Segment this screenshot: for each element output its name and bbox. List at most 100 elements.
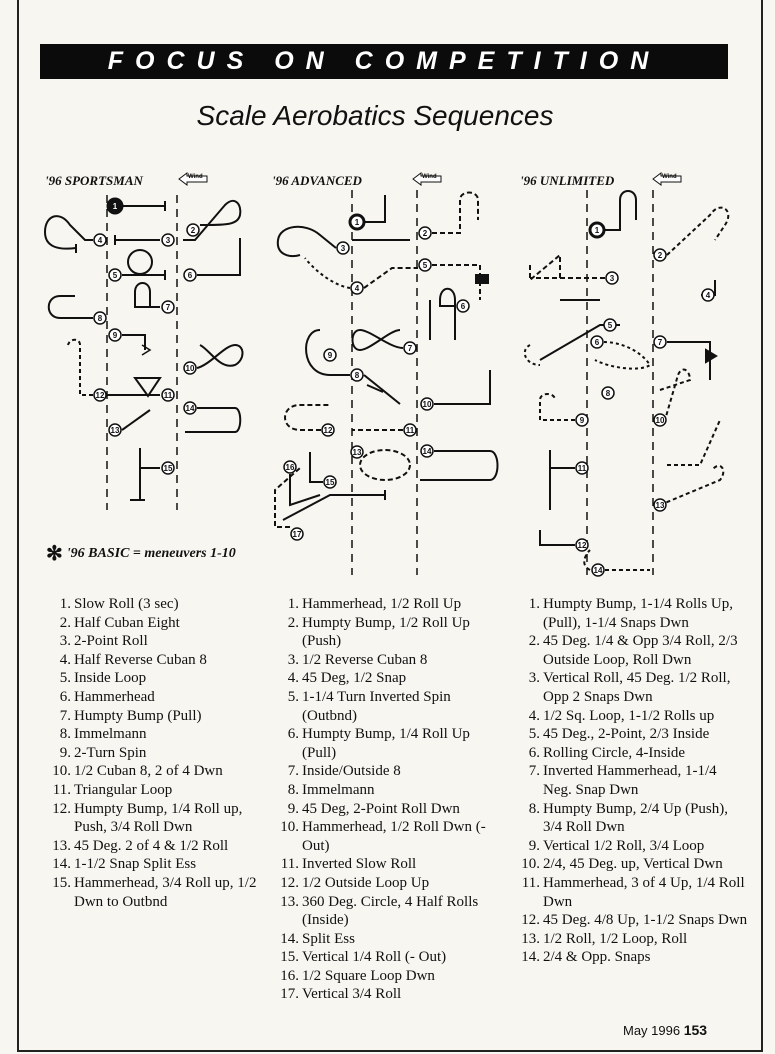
maneuver-item: 5.Inside Loop	[50, 669, 265, 688]
maneuver-number: 9.	[287, 800, 299, 817]
figure-number-marker: 5	[603, 318, 617, 332]
maneuver-text: 1/2 Reverse Cuban 8	[302, 651, 428, 668]
maneuver-text: 1/2 Sq. Loop, 1-1/2 Rolls up	[543, 707, 715, 724]
maneuver-item: 6.Hammerhead	[50, 688, 265, 707]
maneuver-number: 11.	[280, 856, 299, 873]
maneuver-item: 14.Split Ess	[278, 930, 498, 949]
figure-number: 11	[164, 391, 173, 400]
figure-number: 6	[461, 302, 466, 311]
maneuver-text: Immelmann	[74, 726, 147, 743]
figure-number-marker: 7	[161, 300, 175, 314]
maneuver-number: 14.	[280, 930, 299, 947]
maneuver-item: 3.1/2 Reverse Cuban 8	[278, 651, 498, 670]
figure-number: 13	[111, 426, 120, 435]
figure-number-marker: 1	[348, 213, 366, 231]
maneuver-text: Half Cuban Eight	[74, 614, 180, 631]
maneuver-text: Hammerhead, 1/2 Roll Dwn (- Out)	[302, 819, 486, 854]
figure-number-marker: 8	[93, 311, 107, 325]
maneuver-text: Humpty Bump, 1/2 Roll Up (Push)	[302, 614, 470, 650]
maneuver-item: 11.Hammerhead, 3 of 4 Up, 1/4 Roll Dwn	[519, 874, 749, 911]
figure-number: 17	[293, 530, 302, 539]
figure-number-marker: 15	[323, 475, 337, 489]
figure-number-marker: 7	[403, 341, 417, 355]
advanced-heading: '96 ADVANCED	[272, 173, 362, 188]
maneuver-number: 1.	[287, 596, 299, 612]
wind-label: Wind	[188, 174, 203, 180]
maneuver-number: 13.	[52, 837, 71, 854]
wind-arrow-icon: Wind	[178, 172, 208, 186]
maneuver-text: Split Ess	[302, 930, 355, 947]
maneuver-item: 16.1/2 Square Loop Dwn	[278, 967, 498, 986]
maneuver-text: Humpty Bump, 1/4 Roll up, Push, 3/4 Roll…	[74, 800, 243, 836]
maneuver-item: 8.Immelmann	[50, 725, 265, 744]
figure-number: 1	[355, 218, 360, 227]
maneuver-item: 12.1/2 Outside Loop Up	[278, 874, 498, 893]
maneuver-number: 7.	[528, 763, 540, 780]
figure-number-marker: 14	[183, 401, 197, 415]
figure-number-marker: 13	[653, 498, 667, 512]
wind-label: Wind	[662, 174, 677, 180]
figure-number: 16	[286, 463, 295, 472]
figure-number-marker: 7	[653, 335, 667, 349]
figure-number: 3	[610, 274, 615, 283]
unlimited-figures	[523, 190, 730, 571]
figure-number-marker: 10	[420, 397, 434, 411]
maneuver-number: 13.	[280, 893, 299, 910]
wind-label: Wind	[422, 174, 437, 180]
maneuver-text: 2/4 & Opp. Snaps	[543, 949, 651, 966]
maneuver-item: 6.Rolling Circle, 4-Inside	[519, 744, 749, 763]
figure-number-marker: 8	[350, 368, 364, 382]
maneuver-text: Inside/Outside 8	[302, 763, 401, 780]
figure-number: 12	[578, 541, 587, 550]
maneuver-text: 2-Turn Spin	[74, 744, 147, 761]
maneuver-number: 10.	[521, 856, 540, 873]
maneuver-text: 1/2 Cuban 8, 2 of 4 Dwn	[74, 763, 223, 780]
figure-number: 12	[324, 426, 333, 435]
maneuver-number: 9.	[528, 837, 540, 854]
maneuver-item: 9.Vertical 1/2 Roll, 3/4 Loop	[519, 837, 749, 856]
maneuver-item: 6.Humpty Bump, 1/4 Roll Up (Pull)	[278, 725, 498, 762]
maneuver-number: 11.	[52, 781, 71, 798]
figure-number: 7	[166, 303, 171, 312]
figure-number-marker: 13	[350, 445, 364, 459]
maneuver-text: 2/4, 45 Deg. up, Vertical Dwn	[543, 856, 723, 873]
maneuver-number: 13.	[521, 930, 540, 947]
figure-number: 10	[186, 364, 195, 373]
figure-number: 11	[406, 426, 415, 435]
maneuver-item: 15.Vertical 1/4 Roll (- Out)	[278, 948, 498, 967]
figure-number: 2	[191, 226, 196, 235]
figure-number: 14	[594, 566, 603, 575]
figure-number: 4	[706, 291, 711, 300]
maneuver-text: 1-1/4 Turn Inverted Spin (Outbnd)	[302, 688, 451, 724]
figure-number-marker: 14	[591, 563, 605, 577]
asterisk-icon: ✻	[46, 543, 63, 565]
unlimited-heading: '96 UNLIMITED	[520, 173, 615, 188]
maneuver-number: 1.	[528, 596, 540, 612]
maneuver-item: 5.1-1/4 Turn Inverted Spin (Outbnd)	[278, 688, 498, 725]
figure-number-marker: 2	[653, 248, 667, 262]
maneuver-number: 6.	[528, 744, 540, 761]
maneuver-text: Inverted Slow Roll	[302, 856, 417, 873]
figure-number: 15	[326, 478, 335, 487]
maneuver-number: 14.	[52, 856, 71, 873]
maneuver-item: 7.Inverted Hammerhead, 1-1/4 Neg. Snap D…	[519, 762, 749, 799]
maneuver-item: 9.45 Deg, 2-Point Roll Dwn	[278, 800, 498, 819]
maneuver-item: 3.Vertical Roll, 45 Deg. 1/2 Roll, Opp 2…	[519, 669, 749, 706]
wind-arrow-icon: Wind	[652, 172, 682, 186]
maneuver-number: 17.	[280, 986, 299, 1003]
maneuver-item: 13.45 Deg. 2 of 4 & 1/2 Roll	[50, 837, 265, 856]
maneuver-number: 9.	[59, 744, 71, 761]
figure-number: 7	[408, 344, 413, 353]
maneuver-text: 45 Deg, 1/2 Snap	[302, 670, 407, 687]
figure-number: 2	[423, 229, 428, 238]
basic-note-text: '96 BASIC = meneuvers 1-10	[66, 546, 236, 561]
figure-number: 8	[355, 371, 360, 380]
figure-number-marker: 11	[161, 388, 175, 402]
figure-number: 10	[656, 416, 665, 425]
maneuver-text: Humpty Bump, 2/4 Up (Push), 3/4 Roll Dwn	[543, 800, 729, 836]
figure-number: 8	[606, 389, 611, 398]
figure-number: 5	[608, 321, 613, 330]
figure-number-marker: 5	[418, 258, 432, 272]
